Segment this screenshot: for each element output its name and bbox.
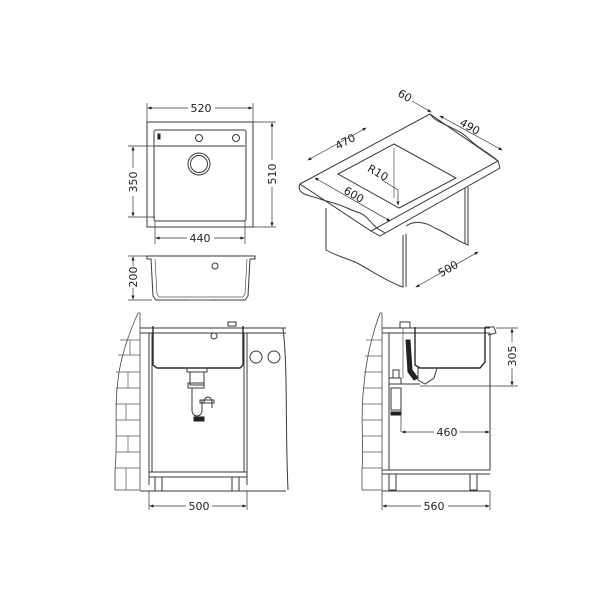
dim-side-height: 305 [506,346,519,367]
side-install-view: 305 460 560 [361,312,519,513]
dim-drain-offset: 460 [437,426,458,439]
front-install-view: 500 [114,312,289,513]
plan-view: 520 510 350 440 [127,102,279,245]
dim-side-cabinet-depth: 560 [424,500,445,513]
dim-overall-width: 520 [191,102,212,115]
dim-cutout-depth: 490 [457,116,482,138]
dim-overall-depth: 510 [266,164,279,185]
isometric-cutout-view: 470 60 490 R10 600 500 [298,87,503,288]
dim-cabinet-width: 500 [436,258,461,280]
dim-bowl-width: 440 [190,232,211,245]
section-view: 200 [127,255,256,301]
dim-rear-offset: 60 [395,87,414,105]
dim-corner-radius: R10 [365,162,390,184]
dim-front-cabinet-width: 500 [189,500,210,513]
dim-section-depth: 200 [127,267,140,288]
dim-bowl-depth: 350 [127,172,140,193]
